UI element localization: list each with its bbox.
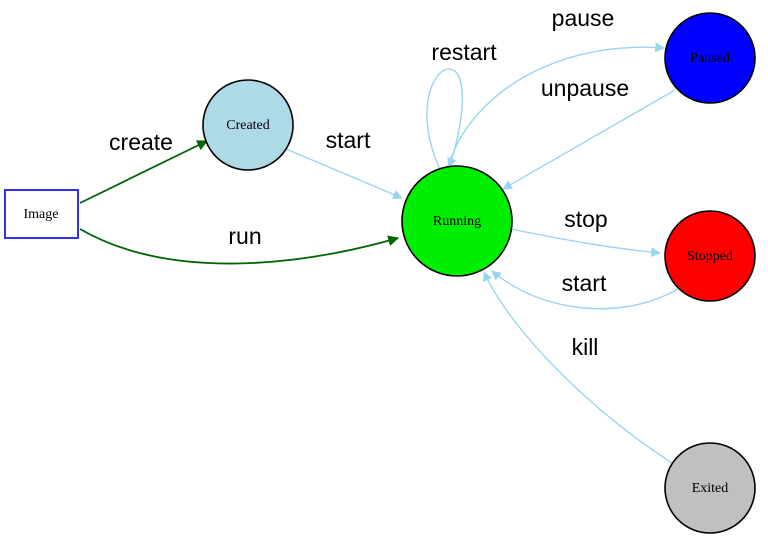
edge-label-pause: pause (552, 5, 615, 31)
edge-label-stop: stop (564, 206, 607, 232)
node-running[interactable]: Running (401, 165, 513, 277)
node-image-shape (4, 189, 79, 239)
edge-label-run: run (228, 223, 261, 249)
edge-pause[interactable]: pause (447, 5, 665, 168)
node-running-shape (401, 165, 513, 277)
edge-run[interactable]: run (79, 223, 400, 265)
edge-restart-path (426, 68, 463, 170)
edge-stop[interactable]: stop (510, 206, 661, 257)
node-exited[interactable]: Exited (664, 442, 756, 534)
edge-start-created[interactable]: start (285, 127, 403, 200)
edge-run-path (79, 228, 400, 265)
node-paused-shape (664, 12, 756, 104)
edge-stop-path (510, 228, 661, 257)
edge-create[interactable]: create (79, 129, 208, 204)
edge-start-stopped-path (491, 270, 679, 310)
edge-label-restart: restart (431, 39, 497, 65)
edge-label-start-stopped: start (562, 270, 607, 296)
node-paused[interactable]: Paused (664, 12, 756, 104)
node-created-shape (202, 79, 294, 171)
node-exited-shape (664, 442, 756, 534)
edge-start-created-path (285, 148, 403, 200)
edge-pause-path (447, 42, 665, 168)
edge-unpause[interactable]: unpause (502, 75, 676, 190)
edge-label-create: create (109, 129, 173, 155)
node-image[interactable]: Image (4, 189, 79, 239)
node-stopped-shape (664, 210, 756, 302)
node-created[interactable]: Created (202, 79, 294, 171)
edge-label-unpause: unpause (541, 75, 629, 101)
node-stopped[interactable]: Stopped (664, 210, 756, 302)
edge-label-kill: kill (572, 334, 599, 360)
edge-label-start-created: start (326, 127, 371, 153)
edge-kill[interactable]: kill (483, 271, 673, 464)
edge-create-path (79, 140, 208, 204)
edge-start-stopped[interactable]: start (491, 270, 679, 310)
edge-kill-path (483, 271, 673, 464)
edge-unpause-path (502, 89, 676, 190)
